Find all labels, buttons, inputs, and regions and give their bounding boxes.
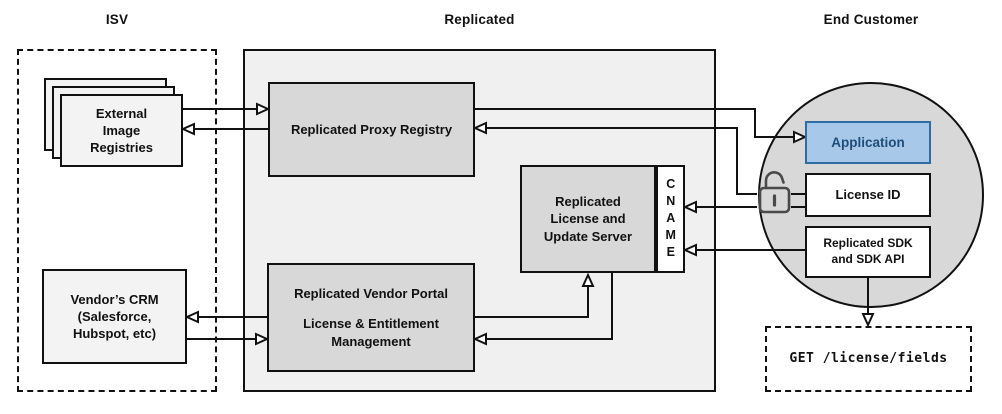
arrow-sdk-to-cname <box>682 243 805 257</box>
vendor-portal-subtitle: License & Entitlement Management <box>303 316 439 349</box>
api-endpoint-label: GET /license/fields <box>789 351 948 367</box>
arrow-crm-to-portal <box>187 332 270 346</box>
application-label: Application <box>831 134 905 150</box>
application-node: Application <box>805 121 931 164</box>
section-label-isv: ISV <box>105 12 129 27</box>
arrow-proxy-to-application <box>475 108 808 144</box>
isv-boundary-box <box>17 49 217 392</box>
license-update-server-label: Replicated License and Update Server <box>543 194 633 244</box>
license-id-node: License ID <box>805 173 931 217</box>
arrow-portal-to-crm <box>184 310 267 324</box>
arrow-sdk-to-api-endpoint <box>861 278 875 328</box>
cname-node: CNAME <box>656 165 685 273</box>
vendor-crm-label: Vendor’s CRM (Salesforce, Hubspot, etc) <box>70 291 159 342</box>
vendor-crm-node: Vendor’s CRM (Salesforce, Hubspot, etc) <box>42 269 187 364</box>
license-id-label: License ID <box>835 187 901 203</box>
proxy-registry-node: Replicated Proxy Registry <box>268 82 475 177</box>
arrow-registries-to-proxy <box>183 102 271 116</box>
external-image-registries-node: External Image Registries <box>60 94 183 167</box>
section-label-replicated: Replicated <box>444 12 515 27</box>
arrow-license-id-to-cname <box>682 200 805 214</box>
replicated-sdk-label: Replicated SDK and SDK API <box>823 236 913 266</box>
section-label-end-customer: End Customer <box>823 12 919 27</box>
cname-label: CNAME <box>663 176 678 262</box>
replicated-sdk-node: Replicated SDK and SDK API <box>805 226 931 278</box>
arrow-license-id-to-proxy <box>472 121 805 195</box>
api-endpoint-node: GET /license/fields <box>765 326 972 392</box>
vendor-portal-labels: Replicated Vendor Portal License & Entit… <box>294 285 448 349</box>
proxy-registry-label: Replicated Proxy Registry <box>290 121 453 137</box>
arrow-proxy-to-registries <box>180 122 268 136</box>
license-update-server-node: Replicated License and Update Server <box>520 165 656 273</box>
external-image-registries-label: External Image Registries <box>90 105 153 156</box>
vendor-portal-title: Replicated Vendor Portal <box>294 286 448 302</box>
vendor-portal-node: Replicated Vendor Portal License & Entit… <box>267 263 475 372</box>
arrow-license-server-to-portal <box>472 273 613 346</box>
open-lock-icon <box>758 171 791 214</box>
arrow-portal-to-license-server <box>475 272 595 318</box>
